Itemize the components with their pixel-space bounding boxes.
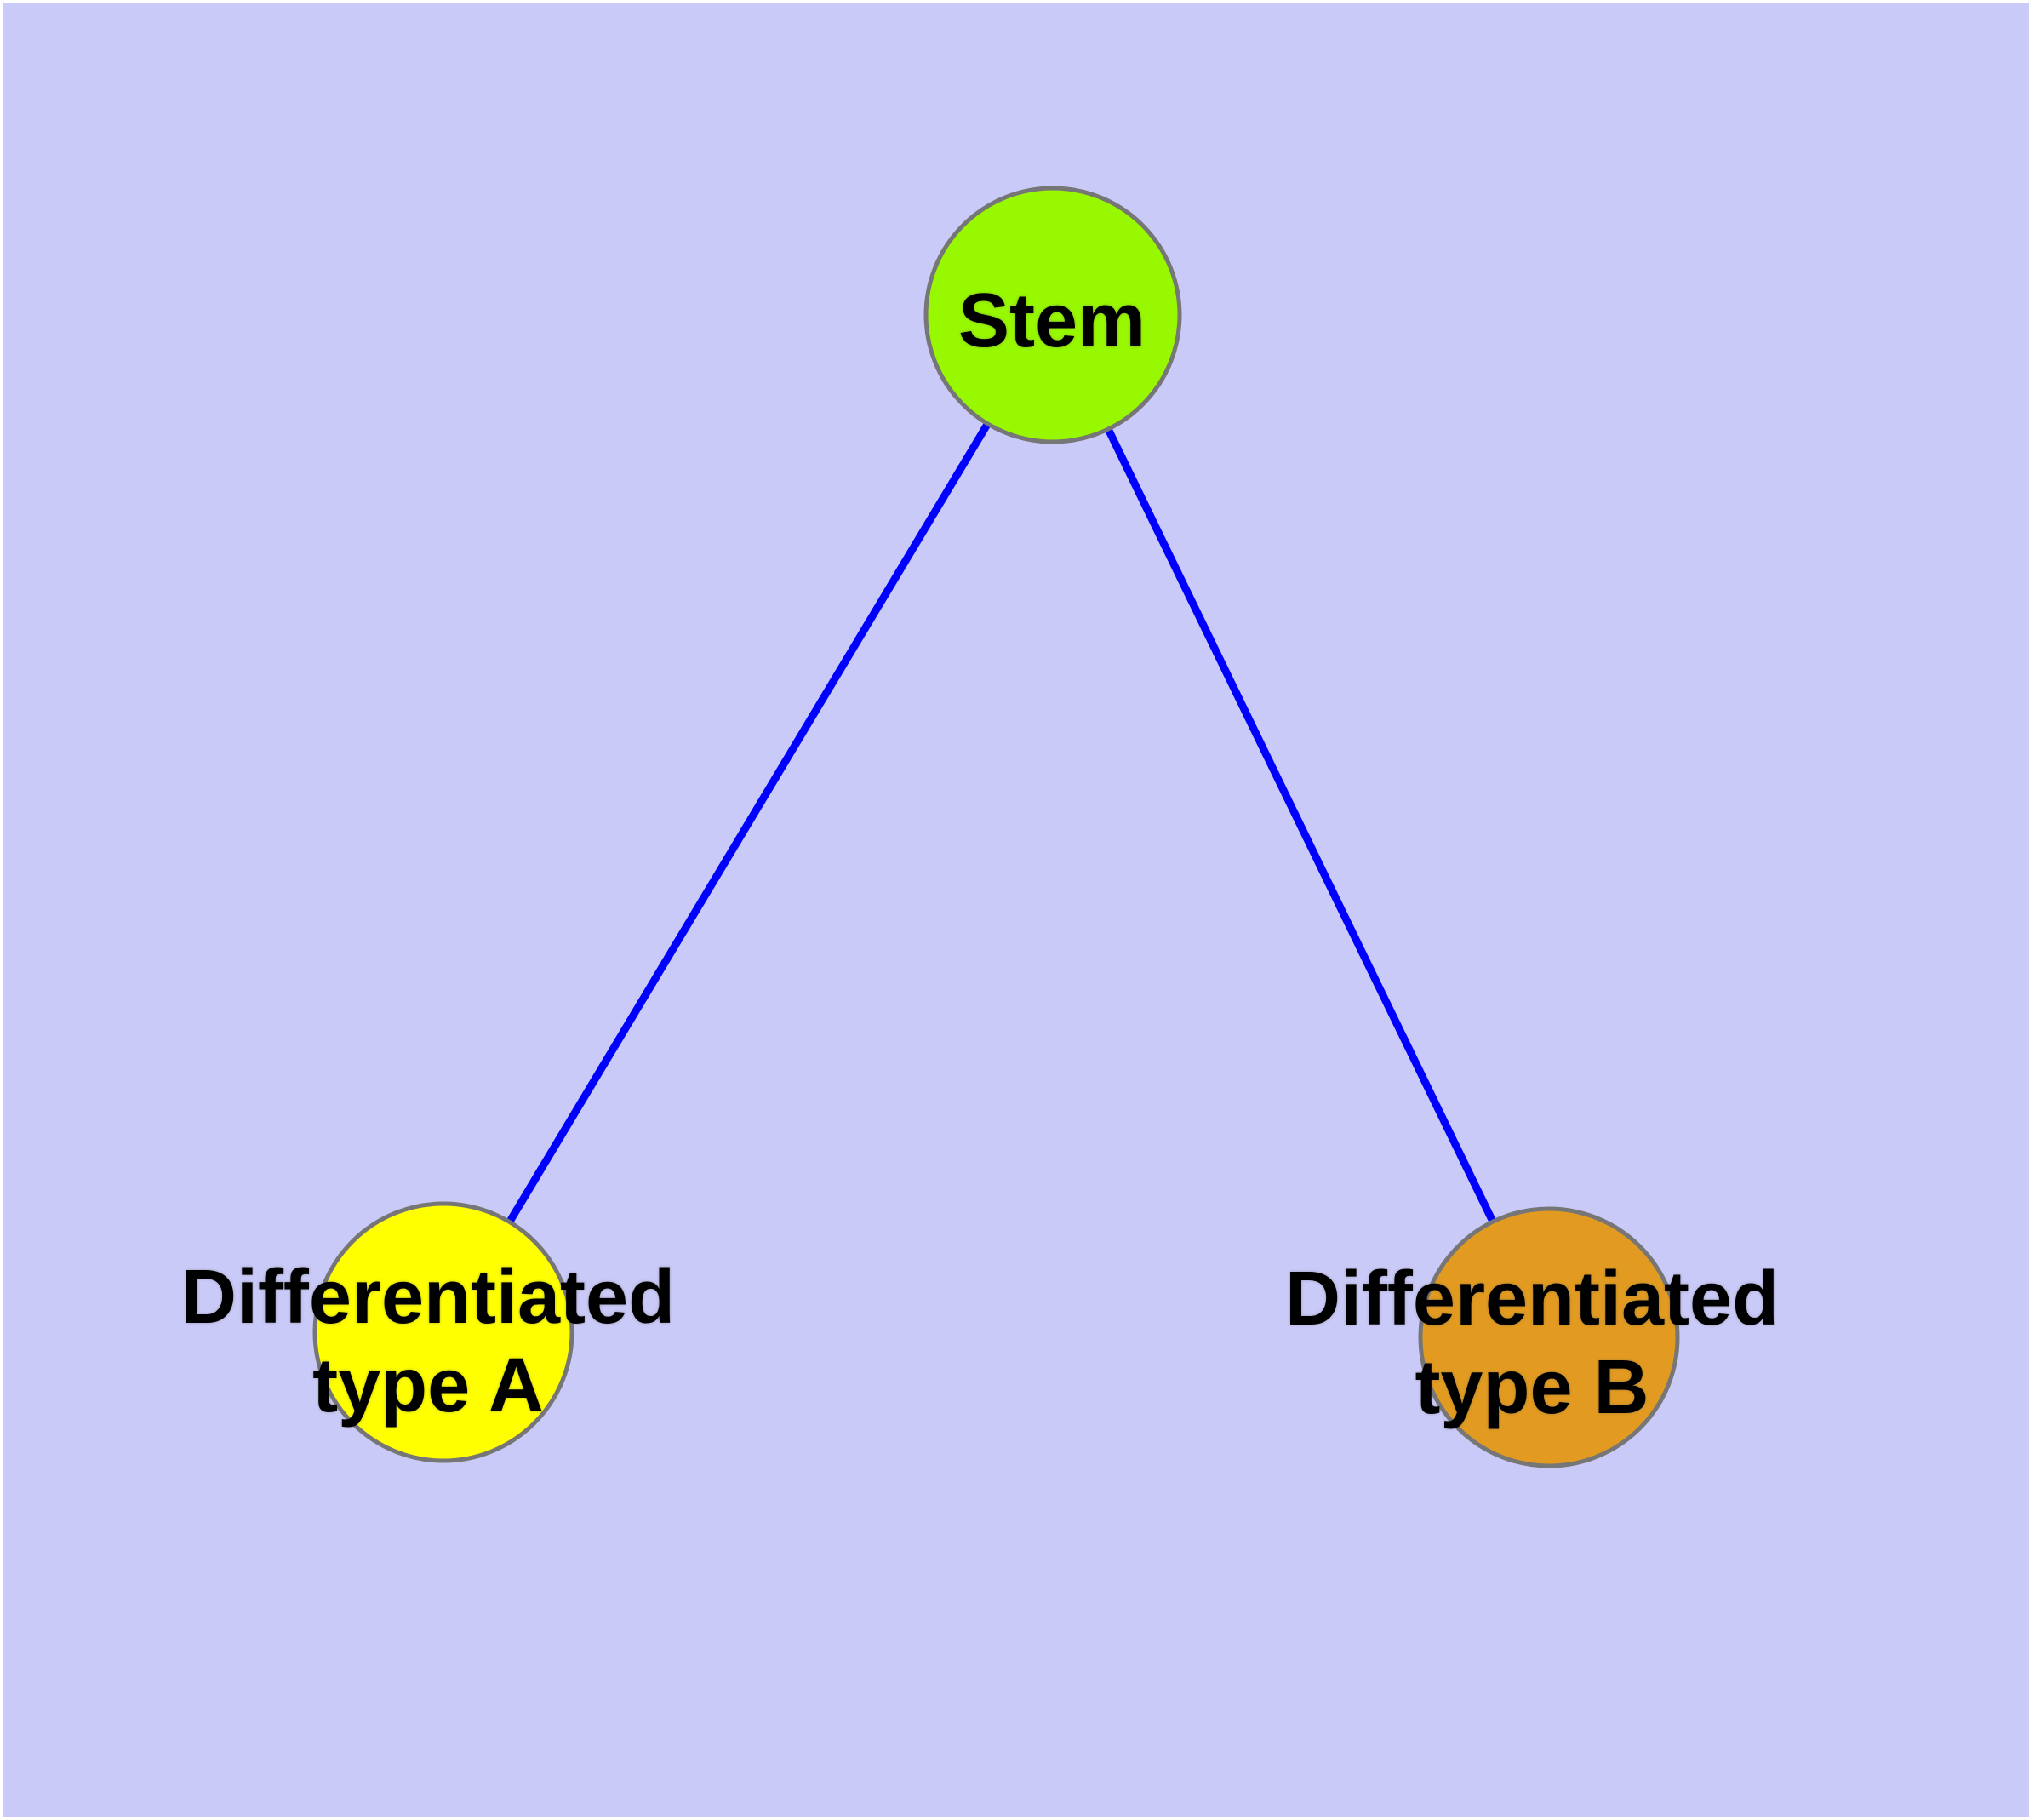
edge-stem-to-type-a — [440, 312, 1056, 1335]
node-differentiated-type-b — [1418, 1206, 1680, 1468]
edge-stem-to-type-b — [1049, 313, 1553, 1339]
node-stem — [923, 186, 1182, 444]
node-differentiated-type-a — [312, 1201, 574, 1463]
